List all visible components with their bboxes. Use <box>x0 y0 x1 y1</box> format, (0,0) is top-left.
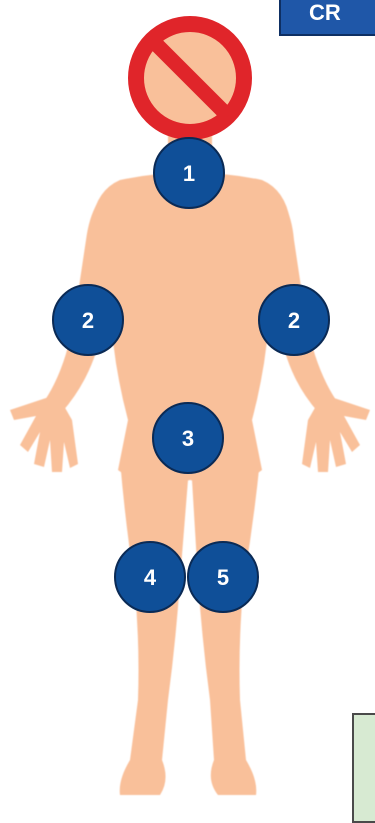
banner-text: CR <box>309 0 341 25</box>
title-banner: CR <box>279 0 375 36</box>
marker-label: 4 <box>144 565 157 590</box>
marker-right-knee: 4 <box>115 542 185 612</box>
marker-label: 1 <box>183 161 195 186</box>
right-hand <box>10 398 78 472</box>
marker-left-elbow: 2 <box>259 285 329 355</box>
marker-label: 5 <box>217 565 229 590</box>
body-diagram: 1 2 2 3 4 5 CR <box>0 0 375 806</box>
left-hand <box>302 398 370 472</box>
marker-neck: 1 <box>154 138 224 208</box>
body-figure: 1 2 2 3 4 5 <box>0 0 375 806</box>
marker-label: 3 <box>182 426 194 451</box>
marker-left-knee: 5 <box>188 542 258 612</box>
marker-groin: 3 <box>153 403 223 473</box>
marker-right-elbow: 2 <box>53 285 123 355</box>
left-leg <box>192 460 260 795</box>
marker-label: 2 <box>82 308 94 333</box>
right-leg <box>120 460 188 795</box>
marker-label: 2 <box>288 308 300 333</box>
corner-info-box <box>352 713 375 823</box>
